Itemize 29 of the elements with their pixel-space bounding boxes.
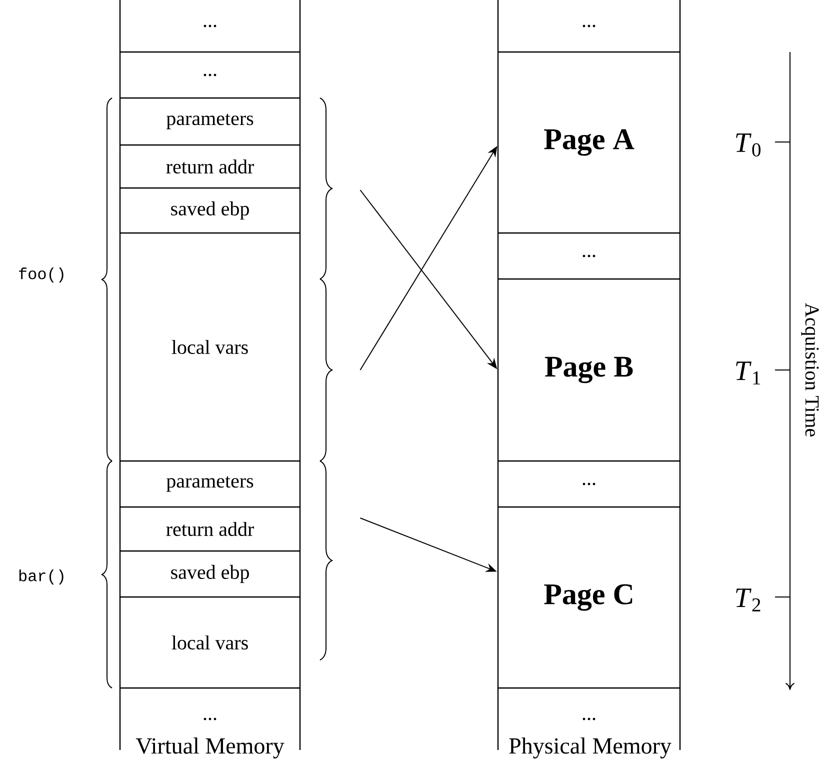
memory-cell: saved ebp bbox=[171, 201, 249, 220]
curly-brace bbox=[320, 278, 332, 462]
memory-cell: ... bbox=[582, 254, 596, 258]
page-label: Page B bbox=[544, 356, 633, 384]
column-caption: Physical Memory bbox=[509, 738, 672, 758]
memory-cell: return addr bbox=[166, 522, 254, 536]
curly-brace bbox=[320, 98, 332, 280]
column-caption: Virtual Memory bbox=[136, 738, 284, 758]
memory-cell: parameters bbox=[166, 476, 254, 492]
memory-cell: ... bbox=[582, 482, 596, 486]
time-label: T$_{2}$ bbox=[736, 588, 760, 612]
memory-cell: return addr bbox=[166, 159, 254, 174]
axis-label: Acquistion Time bbox=[801, 303, 819, 436]
memory-cell: saved ebp bbox=[171, 564, 249, 584]
memory-cell: ... bbox=[204, 24, 216, 28]
memory-cell: ... bbox=[204, 718, 216, 720]
memory-cell: local vars bbox=[172, 340, 248, 354]
time-label: T$_{1}$ bbox=[736, 362, 760, 384]
memory-cell: ... bbox=[204, 74, 216, 76]
memory-cell: ... bbox=[582, 718, 596, 720]
function-name: foo() bbox=[19, 268, 64, 282]
page-label: Page A bbox=[544, 129, 634, 156]
memory-cell: parameters bbox=[166, 114, 254, 130]
function-name: bar() bbox=[19, 570, 64, 584]
time-label: T$_{0}$ bbox=[736, 134, 761, 156]
memory-cell: local vars bbox=[172, 635, 248, 650]
memory-cell: ... bbox=[582, 24, 596, 28]
curly-brace bbox=[320, 460, 332, 660]
page-label: Page C bbox=[544, 584, 632, 611]
